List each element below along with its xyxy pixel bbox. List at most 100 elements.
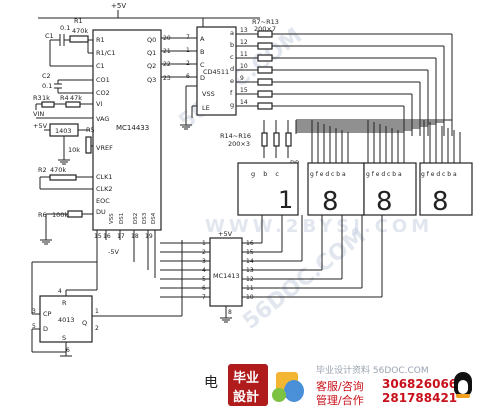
- display-2-segments: g f e d c b a: [310, 171, 346, 178]
- r1-value: 470k: [72, 27, 88, 35]
- svg-text:12: 12: [240, 39, 248, 46]
- svg-text:S: S: [62, 334, 66, 342]
- mc14433-pin-q3: Q3: [147, 76, 156, 84]
- cd4511-label: CD4511: [203, 68, 229, 76]
- mc14433-pin-c1: C1: [96, 62, 105, 70]
- display-4-segments: g f e d c b a: [421, 171, 457, 178]
- svg-text:16: 16: [103, 233, 111, 240]
- svg-text:VSS: VSS: [109, 213, 115, 224]
- svg-text:DS2: DS2: [133, 213, 139, 224]
- mc14433-pin-eoc: EOC: [96, 197, 110, 205]
- ff4013-chip: 4013 R CP D S Q 3 4 5 6 1 2: [31, 240, 183, 357]
- svg-text:DS1: DS1: [119, 213, 125, 224]
- badge-logo: 毕业 設計: [228, 364, 268, 406]
- cd4511-in-b: B: [200, 48, 204, 56]
- svg-text:1: 1: [95, 308, 99, 315]
- mc14433-pin-vi: VI: [96, 100, 102, 108]
- cd4511-in-a: A: [200, 35, 205, 43]
- r6-label: R6: [38, 211, 47, 219]
- segment-bus: [236, 30, 461, 163]
- display-3-segments: g f e d c b a: [366, 171, 402, 178]
- r7-r13-label: R7~R13: [252, 18, 279, 26]
- manage-number[interactable]: 281788421: [382, 391, 458, 405]
- mc14433-pin-r1c1: R1/C1: [96, 49, 116, 57]
- site-text: 毕业设计资料 56DOC.COM: [316, 366, 429, 376]
- cd4511-chip: CD4511 A B C D VSS LE 7 1 2 6 a b c: [161, 18, 279, 130]
- r4-value: 47k: [70, 94, 82, 102]
- mc14433-pin-clk2: CLK2: [96, 185, 113, 193]
- r5-value: 10k: [68, 146, 80, 154]
- footer-banner: 电 毕业 設計 毕业设计资料 56DOC.COM 客服/咨询 306826066…: [0, 360, 480, 408]
- display-1-segments: g b c: [251, 170, 282, 178]
- service-label: 客服/咨询: [316, 380, 364, 393]
- mc14433-label: MC14433: [116, 124, 149, 132]
- cd4511-le: LE: [202, 104, 210, 112]
- svg-text:15: 15: [240, 87, 248, 94]
- c1-label: C1: [45, 32, 54, 40]
- svg-text:15: 15: [94, 233, 102, 240]
- r2-label: R2: [38, 166, 47, 174]
- svg-text:11: 11: [240, 51, 248, 58]
- display-2-digit: 8: [322, 187, 339, 217]
- svg-text:5: 5: [32, 323, 36, 330]
- manage-label: 管理/合作: [316, 394, 364, 407]
- svg-text:DS4: DS4: [151, 212, 157, 224]
- svg-text:10: 10: [240, 63, 248, 70]
- r3-value: 1k: [42, 94, 50, 102]
- r14-r16-label: R14~R16: [220, 132, 251, 140]
- mc14433-pin-co1: CO1: [96, 76, 110, 84]
- svg-text:2: 2: [95, 325, 99, 332]
- display-3: [363, 162, 417, 216]
- mc14433-pin-co2: CO2: [96, 89, 110, 97]
- svg-text:3: 3: [32, 308, 36, 315]
- display-1: [237, 162, 299, 216]
- svg-text:e: e: [230, 77, 234, 85]
- supply-rail: +5V: [38, 2, 260, 27]
- svg-text:D: D: [43, 325, 48, 333]
- input-network: C1 0.1 R1 470k C2 0.1 R3 1k R4 47k VIN: [33, 17, 119, 256]
- svg-text:b: b: [230, 41, 234, 49]
- svg-text:19: 19: [145, 233, 153, 240]
- badge-line1: 毕业: [233, 371, 260, 386]
- svg-text:R: R: [62, 299, 67, 307]
- svg-text:d: d: [230, 65, 234, 73]
- svg-text:DS3: DS3: [142, 212, 148, 224]
- r5-label: R5: [86, 126, 95, 134]
- mc14433-pin-q1: Q1: [147, 49, 156, 57]
- r3-label: R3: [33, 94, 42, 102]
- plus5v-top-label: +5V: [111, 2, 126, 10]
- r6-value: 100k: [52, 211, 68, 219]
- r4-label: R4: [60, 94, 69, 102]
- c1-value: 0.1: [60, 24, 70, 32]
- mc14433-chip: MC14433 R1 R1/C1 C1 CO1 CO2 VI VAG VREF …: [92, 29, 171, 278]
- mc14433-pin-vag: VAG: [96, 115, 109, 123]
- svg-text:9: 9: [240, 75, 244, 82]
- minus5v-label: -5V: [108, 248, 119, 256]
- mc14433-pin-du: DU: [96, 208, 106, 216]
- svg-text:c: c: [230, 53, 234, 61]
- led-displays: g b c 1 g f e d c b a 8 g f e d c b a 8 …: [237, 162, 473, 217]
- cd4511-vss: VSS: [202, 90, 215, 98]
- mc14433-pin-r1: R1: [96, 36, 105, 44]
- ff4013-label: 4013: [58, 316, 75, 324]
- svg-text:18: 18: [131, 233, 139, 240]
- svg-text:g: g: [230, 101, 234, 109]
- badge-line2: 設計: [233, 390, 260, 405]
- r2-value: 470k: [50, 166, 66, 174]
- svg-text:13: 13: [240, 27, 248, 34]
- ref-chip-label: 1403: [55, 127, 72, 135]
- mc14433-pin-clk1: CLK1: [96, 173, 113, 181]
- mc14433-pin-q0: Q0: [147, 36, 156, 44]
- watermark-2bysj: WWW.2BYSJ.COM: [205, 216, 433, 237]
- cd4511-in-d: D: [200, 74, 205, 82]
- mc1413-label: MC1413: [213, 272, 240, 280]
- cd4511-in-c: C: [200, 61, 205, 69]
- display-4: [419, 162, 473, 216]
- svg-text:23: 23: [163, 75, 171, 82]
- service-number[interactable]: 306826066: [382, 377, 458, 391]
- c2-label: C2: [42, 72, 51, 80]
- display-3-digit: 8: [376, 187, 393, 217]
- r7-r13-value: 200×7: [254, 25, 276, 33]
- svg-text:17: 17: [117, 233, 125, 240]
